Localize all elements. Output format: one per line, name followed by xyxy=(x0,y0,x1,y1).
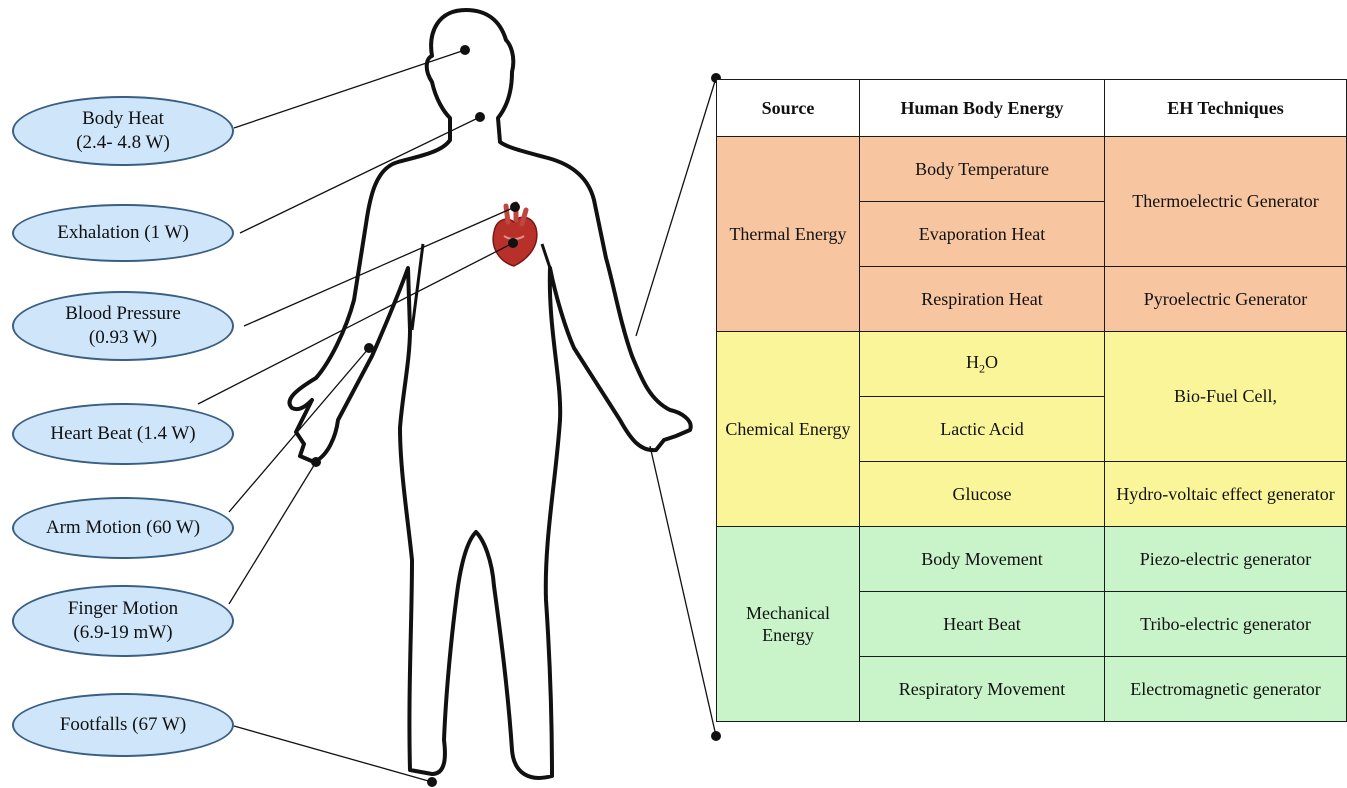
source-label: Heart Beat (1.4 W) xyxy=(50,422,195,446)
source-value: (2.4- 4.8 W) xyxy=(76,131,170,155)
table-row: Mechanical Energy Body Movement Piezo-el… xyxy=(717,527,1347,592)
source-label: Footfalls (67 W) xyxy=(60,713,186,737)
source-value: (0.93 W) xyxy=(89,326,157,350)
source-label: Exhalation (1 W) xyxy=(57,221,189,245)
h2o-h: H xyxy=(966,352,979,372)
source-arm-motion: Arm Motion (60 W) xyxy=(12,497,234,559)
header-eh-techniques: EH Techniques xyxy=(1105,80,1347,137)
source-label: Body Heat xyxy=(82,107,164,131)
technique-thermoelectric: Thermoelectric Generator xyxy=(1105,137,1347,267)
header-human-body-energy: Human Body Energy xyxy=(860,80,1105,137)
header-source: Source xyxy=(717,80,860,137)
source-blood-pressure: Blood Pressure (0.93 W) xyxy=(12,291,234,361)
energy-body-movement: Body Movement xyxy=(860,527,1105,592)
marker-dots xyxy=(311,45,721,787)
technique-pyroelectric: Pyroelectric Generator xyxy=(1105,267,1347,332)
source-label: Blood Pressure xyxy=(65,302,181,326)
source-heart-beat: Heart Beat (1.4 W) xyxy=(12,403,234,465)
table-row: Thermal Energy Body Temperature Thermoel… xyxy=(717,137,1347,202)
h2o-o: O xyxy=(985,352,998,372)
energy-glucose: Glucose xyxy=(860,462,1105,527)
inner-arm-line-right xyxy=(542,244,550,268)
technique-tribo-electric: Tribo-electric generator xyxy=(1105,592,1347,657)
source-exhalation: Exhalation (1 W) xyxy=(12,204,234,262)
table-header-row: Source Human Body Energy EH Techniques xyxy=(717,80,1347,137)
energy-harvesting-table: Source Human Body Energy EH Techniques T… xyxy=(716,79,1347,722)
energy-lactic-acid: Lactic Acid xyxy=(860,397,1105,462)
energy-body-temperature: Body Temperature xyxy=(860,137,1105,202)
source-mechanical-energy: Mechanical Energy xyxy=(717,527,860,722)
source-label: Finger Motion xyxy=(68,597,178,621)
source-connector-lines xyxy=(198,50,716,782)
energy-h2o: H2O xyxy=(860,332,1105,397)
source-body-heat: Body Heat (2.4- 4.8 W) xyxy=(12,96,234,166)
technique-hydro-voltaic: Hydro-voltaic effect generator xyxy=(1105,462,1347,527)
source-finger-motion: Finger Motion (6.9-19 mW) xyxy=(12,585,234,657)
inner-arm-line-left xyxy=(412,244,423,330)
source-thermal-energy: Thermal Energy xyxy=(717,137,860,332)
source-footfalls: Footfalls (67 W) xyxy=(12,693,234,757)
energy-respiration-heat: Respiration Heat xyxy=(860,267,1105,332)
technique-electromagnetic: Electromagnetic generator xyxy=(1105,657,1347,722)
source-value: (6.9-19 mW) xyxy=(73,621,172,645)
table-row: Chemical Energy H2O Bio-Fuel Cell, xyxy=(717,332,1347,397)
energy-heart-beat: Heart Beat xyxy=(860,592,1105,657)
technique-piezo-electric: Piezo-electric generator xyxy=(1105,527,1347,592)
energy-respiratory-movement: Respiratory Movement xyxy=(860,657,1105,722)
source-label: Arm Motion (60 W) xyxy=(46,516,200,540)
source-chemical-energy: Chemical Energy xyxy=(717,332,860,527)
technique-bio-fuel-cell: Bio-Fuel Cell, xyxy=(1105,332,1347,462)
energy-evaporation-heat: Evaporation Heat xyxy=(860,202,1105,267)
human-body-outline xyxy=(289,10,690,778)
